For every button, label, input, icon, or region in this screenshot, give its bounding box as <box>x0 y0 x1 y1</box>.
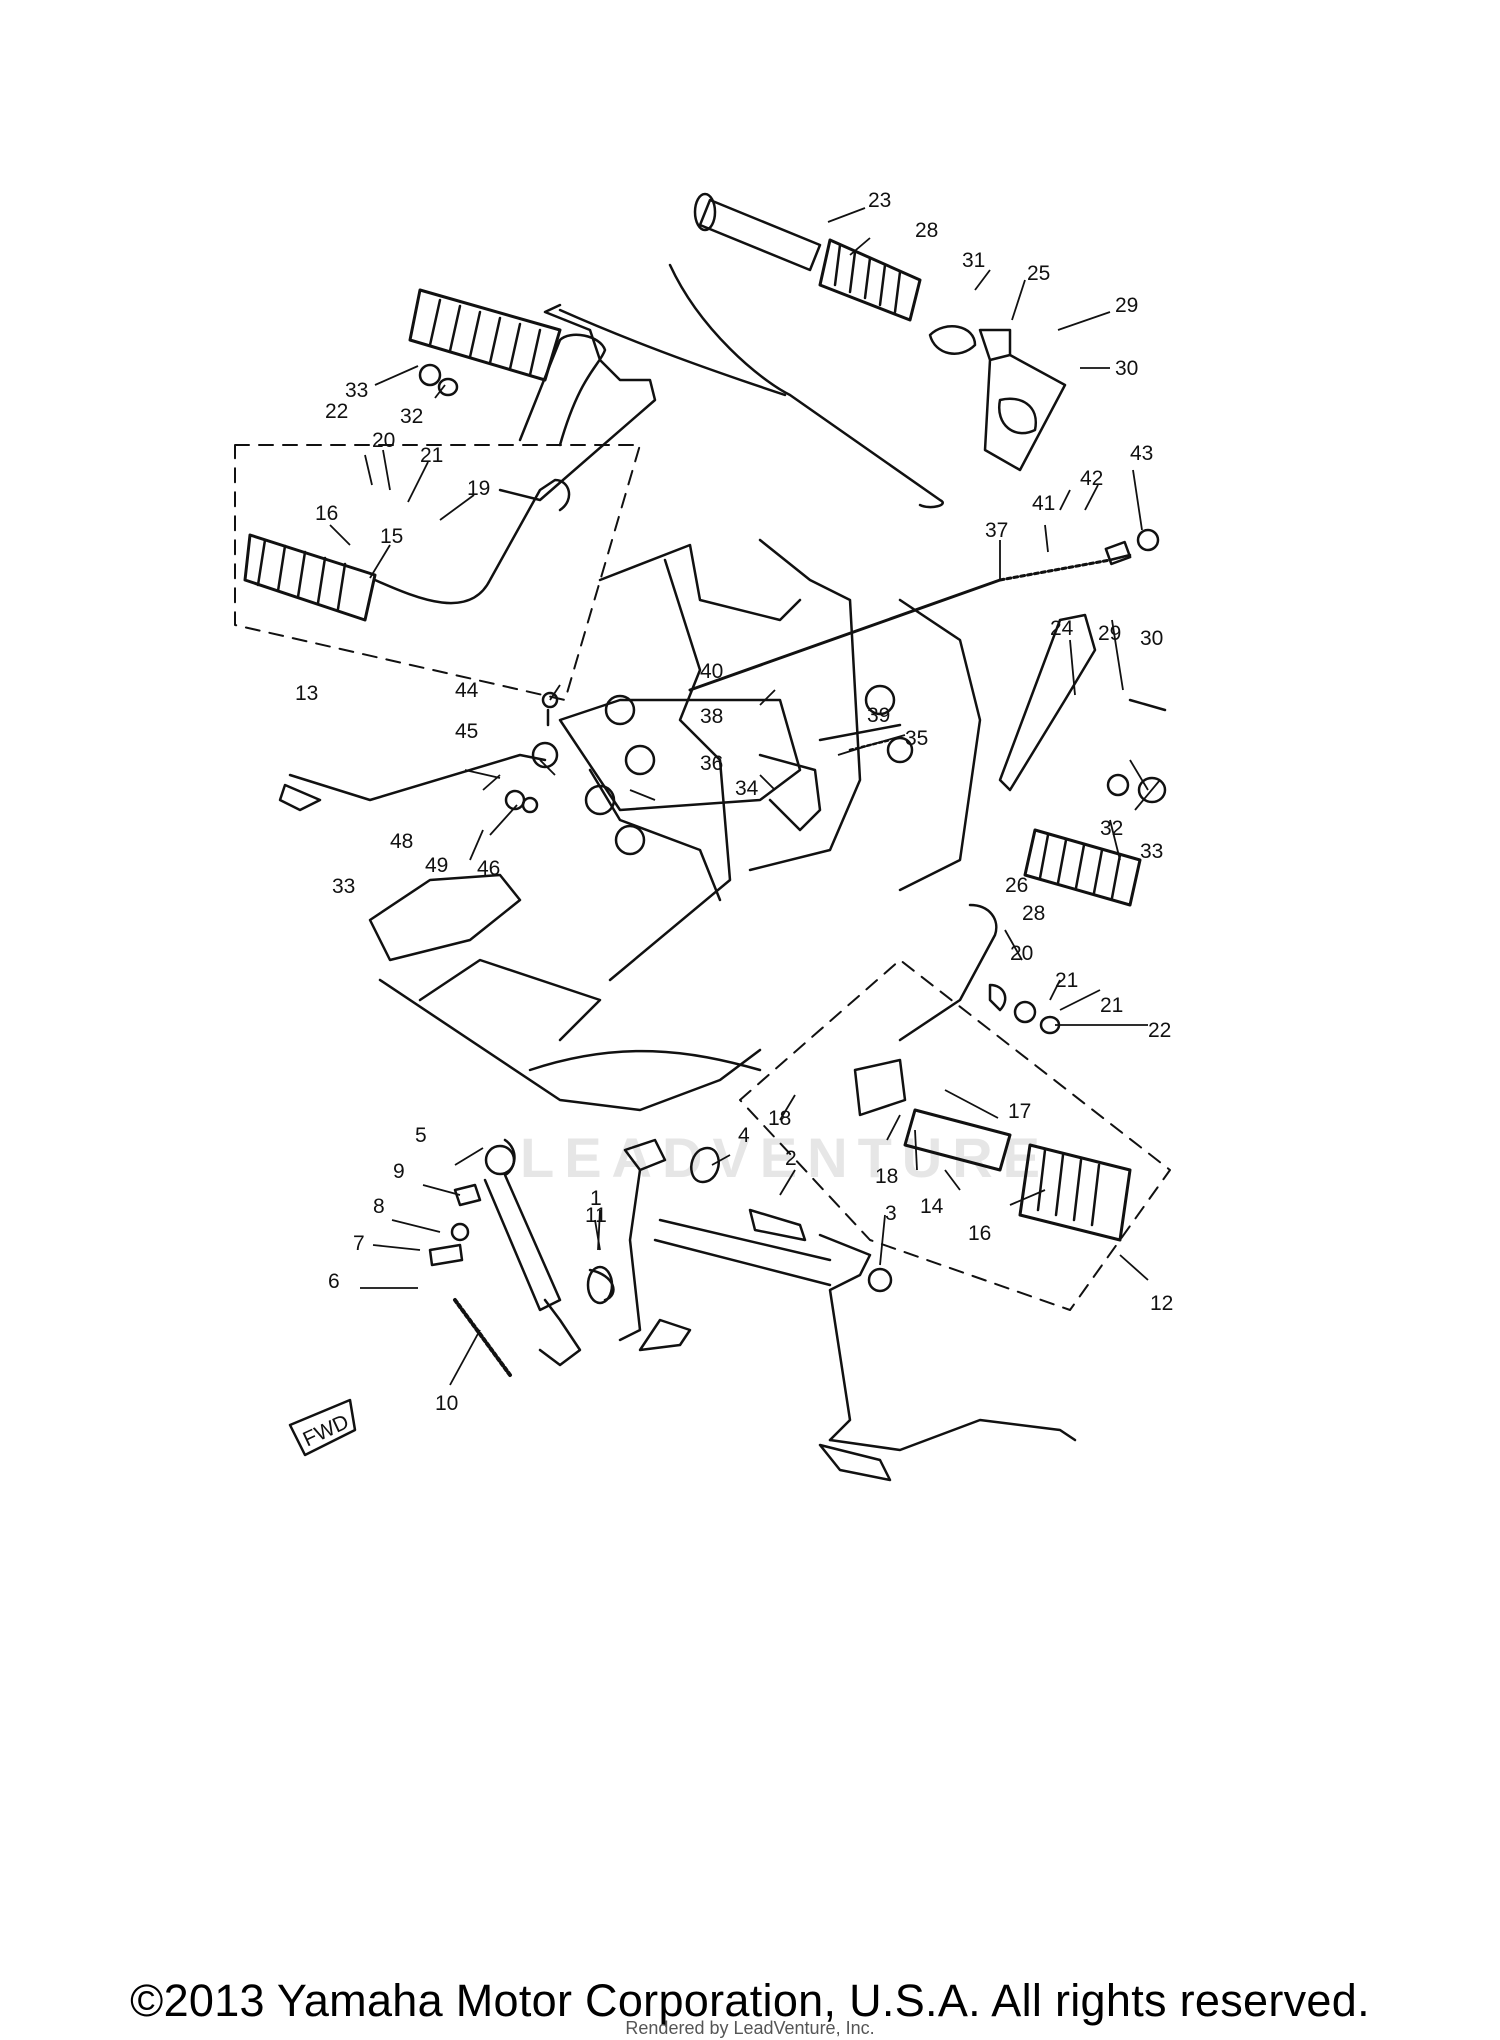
copyright-notice: ©2013 Yamaha Motor Corporation, U.S.A. A… <box>130 1975 1370 2026</box>
callout-15: 15 <box>380 525 403 548</box>
callout-33b: 33 <box>1140 840 1163 863</box>
callout-9: 9 <box>393 1160 405 1183</box>
callout-3: 3 <box>885 1202 897 1225</box>
callout-6: 6 <box>328 1270 340 1293</box>
callout-5: 5 <box>415 1124 427 1147</box>
callout-22: 20 <box>372 429 395 452</box>
callout-10: 10 <box>435 1392 458 1415</box>
callout-43: 42 <box>1080 467 1103 490</box>
callout-47: 46 <box>477 857 500 880</box>
callout-14: 14 <box>920 1195 944 1218</box>
callout-32: 32 <box>400 405 423 428</box>
callout-20b: 20 <box>1010 942 1033 965</box>
callout-42: 41 <box>1032 492 1055 515</box>
diagram-artwork <box>234 192 1171 1482</box>
leader-lines <box>329 207 1161 1386</box>
callout-2: 2 <box>785 1147 797 1170</box>
callout-16b: 16 <box>968 1222 991 1245</box>
callout-11: 11 <box>585 1204 607 1227</box>
callout-41: 40 <box>700 660 723 683</box>
callout-35: 34 <box>735 777 759 800</box>
callout-21b: 21 <box>1055 969 1078 992</box>
callout-29: 29 <box>1115 294 1138 317</box>
callout-1: 1 <box>590 1187 602 1210</box>
callout-44: 43 <box>1130 442 1153 465</box>
callout-28b: 28 <box>1022 902 1045 925</box>
callout-7: 7 <box>353 1232 365 1255</box>
callout-13: 13 <box>295 682 318 705</box>
callout-30: 30 <box>1115 357 1138 380</box>
callout-21: 21 <box>420 444 443 467</box>
callout-numbers: 23 28 31 25 29 30 33 32 22 20 21 19 16 1… <box>295 189 1173 1451</box>
callout-29b: 29 <box>1098 622 1121 645</box>
callout-48: 48 <box>390 830 413 853</box>
callout-12: 12 <box>1150 1292 1173 1315</box>
callout-37: 36 <box>700 752 723 775</box>
callout-18: 18 <box>768 1107 791 1130</box>
callout-27: 23 <box>868 189 891 212</box>
callout-31: 31 <box>962 249 985 272</box>
callout-24: 24 <box>1050 617 1074 640</box>
callout-8: 8 <box>373 1195 385 1218</box>
callout-22b: 21 <box>1100 994 1123 1017</box>
callout-4: 4 <box>738 1124 750 1147</box>
callout-49: 49 <box>425 854 448 877</box>
callout-39: 38 <box>700 705 723 728</box>
callout-32b: 32 <box>1100 817 1123 840</box>
callout-19: 18 <box>875 1165 898 1188</box>
callout-46: 45 <box>455 720 478 743</box>
callout-20: 19 <box>467 477 490 500</box>
callout-45: 44 <box>455 679 479 702</box>
callout-36: 35 <box>905 727 928 750</box>
callout-23: 22 <box>325 400 348 423</box>
callout-16: 16 <box>315 502 338 525</box>
callout-28: 28 <box>915 219 938 242</box>
callout-25: 25 <box>1027 262 1050 285</box>
callout-40: 39 <box>867 704 890 727</box>
callout-30b: 30 <box>1140 627 1163 650</box>
callout-23b: 22 <box>1148 1019 1171 1042</box>
callout-33: 33 <box>345 379 368 402</box>
callout-34: 33 <box>332 875 355 898</box>
callout-26: 26 <box>1005 874 1028 897</box>
callout-17: 17 <box>1008 1100 1031 1123</box>
rendered-by-credit: Rendered by LeadVenture, Inc. <box>625 2018 875 2038</box>
callout-38: 37 <box>985 519 1008 542</box>
